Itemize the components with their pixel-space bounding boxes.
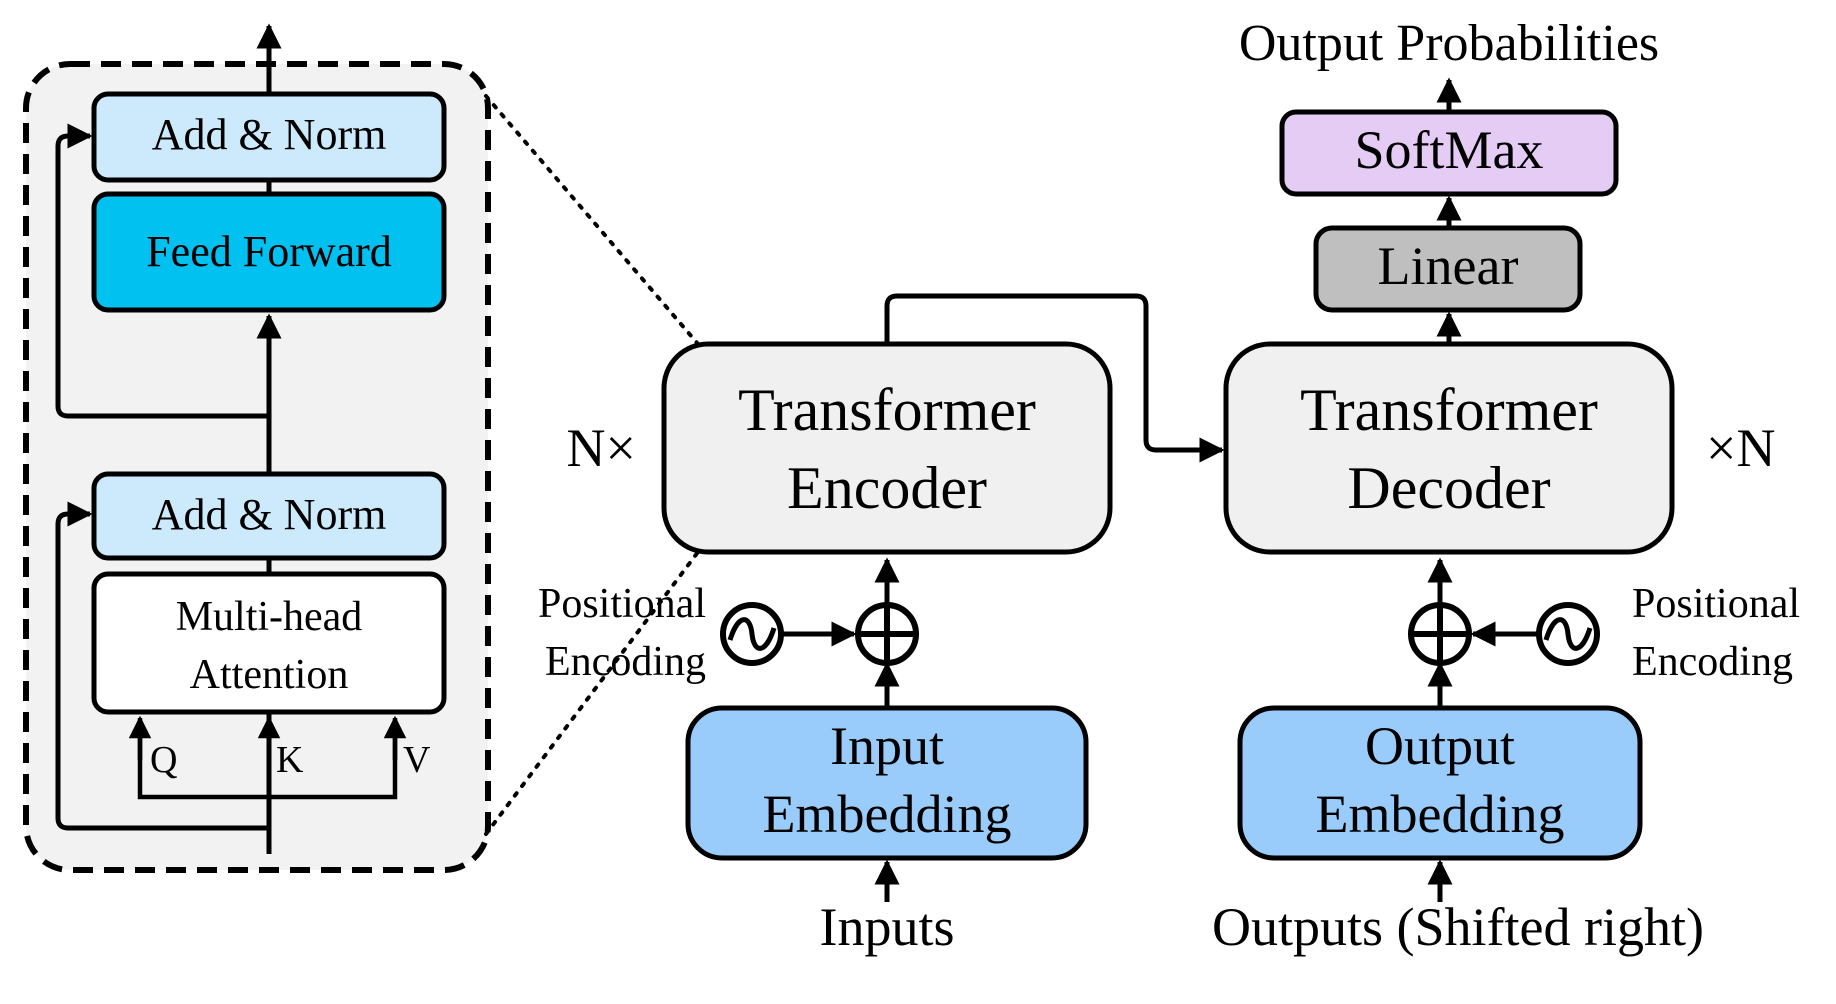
add-norm-bottom-label: Add & Norm	[152, 490, 387, 539]
decoder-label-line1: Transformer	[1300, 377, 1598, 443]
output-embedding-label-line1: Output	[1365, 716, 1515, 776]
feed-forward-label: Feed Forward	[146, 227, 392, 276]
residual-connection-ffn	[55, 123, 269, 419]
output-probabilities-label: Output Probabilities	[1239, 15, 1659, 72]
v-label: V	[403, 739, 431, 781]
encoder-sum-icon	[855, 602, 919, 666]
q-label: Q	[150, 739, 177, 781]
encoder-label-line2: Encoder	[787, 455, 987, 521]
decoder-positional-label-line2: Encoding	[1632, 639, 1793, 685]
residual-connection-attention	[55, 501, 269, 831]
multi-head-attention-box	[91, 571, 447, 715]
encoder-repeat-label: N×	[567, 418, 636, 478]
input-embedding-label-line2: Embedding	[763, 784, 1012, 844]
detail-qkv-bus	[137, 724, 398, 800]
inputs-label: Inputs	[820, 897, 955, 957]
add-norm-top-label: Add & Norm	[152, 110, 387, 159]
attention-label-line2: Attention	[190, 652, 349, 698]
decoder-positional-encoding-icon	[1536, 602, 1600, 666]
feed-forward-box	[91, 191, 447, 313]
attention-label-line1: Multi-head	[176, 594, 363, 640]
add-norm-bottom-box	[91, 471, 447, 561]
add-norm-top-box	[91, 91, 447, 183]
softmax-label: SoftMax	[1355, 120, 1544, 180]
outputs-label: Outputs (Shifted right)	[1212, 897, 1704, 957]
zoom-connector-top	[484, 94, 700, 346]
k-label: K	[276, 739, 304, 781]
decoder-sum-icon	[1408, 602, 1472, 666]
encoder-positional-label-line1: Positional	[538, 581, 706, 627]
linear-label: Linear	[1378, 236, 1519, 296]
encoder-positional-encoding-icon	[720, 602, 784, 666]
encoder-positional-label-line2: Encoding	[545, 639, 706, 685]
output-embedding-label-line2: Embedding	[1316, 784, 1565, 844]
input-embedding-label-line1: Input	[830, 716, 944, 776]
zoom-connector-bottom	[484, 550, 700, 836]
encoder-to-decoder-connection	[884, 293, 1225, 463]
decoder-repeat-label: ×N	[1706, 418, 1775, 478]
decoder-positional-label-line1: Positional	[1632, 581, 1800, 627]
decoder-label-line2: Decoder	[1347, 455, 1550, 521]
encoder-label-line1: Transformer	[738, 377, 1036, 443]
